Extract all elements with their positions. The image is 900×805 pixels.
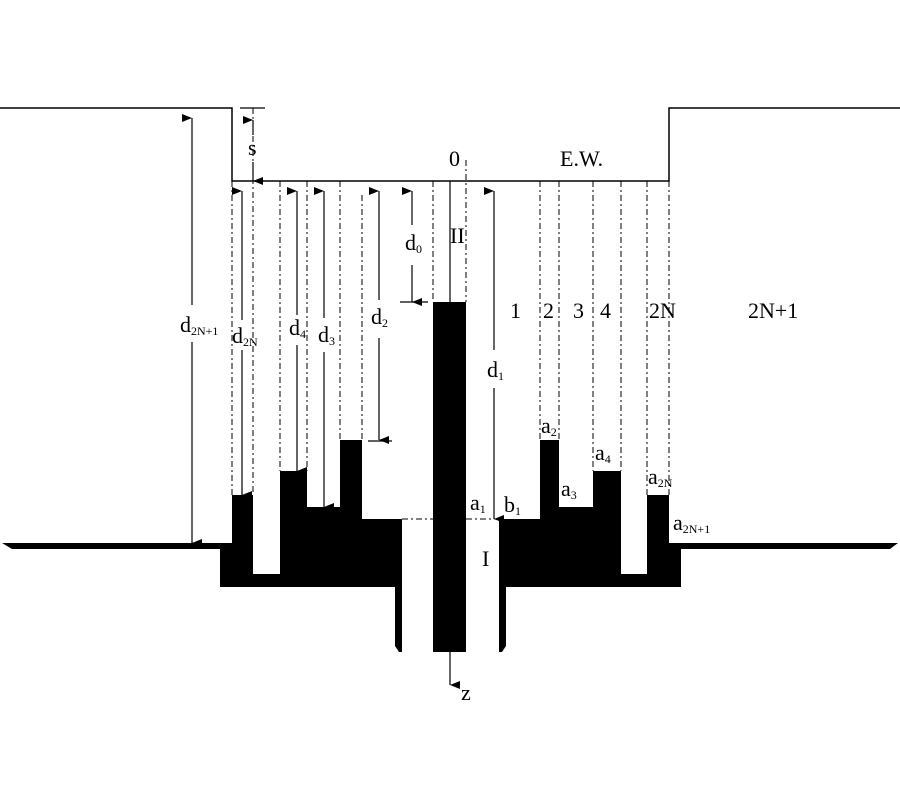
label-b1: b1 xyxy=(504,492,521,518)
label-s: s xyxy=(248,135,257,160)
groove-label-2N+1: 2N+1 xyxy=(748,298,798,323)
groove-label-1: 1 xyxy=(510,298,521,323)
label-d0: d0 xyxy=(405,230,422,256)
label-d2N: d2N xyxy=(232,323,258,349)
groove-label-3: 3 xyxy=(573,298,584,323)
label-port-0: 0 xyxy=(449,146,460,171)
label-ew: E.W. xyxy=(560,146,603,171)
groove-label-4: 4 xyxy=(600,298,611,323)
groove-label-2N: 2N xyxy=(649,298,676,323)
label-a2N: a2N xyxy=(648,464,673,490)
label-region-II: II xyxy=(450,223,465,248)
label-d4: d4 xyxy=(289,315,306,341)
labels: s 0 E.W. II I z 1 2 3 4 2N 2N+1 d2N+1 d2… xyxy=(180,135,798,705)
label-d1: d1 xyxy=(487,357,504,383)
label-d2: d2 xyxy=(371,304,388,330)
metal-body xyxy=(2,302,898,652)
label-d3: d3 xyxy=(318,322,335,348)
label-region-I: I xyxy=(482,546,489,571)
dimension-arrows xyxy=(182,107,504,689)
label-a1: a1 xyxy=(470,490,486,516)
groove-label-2: 2 xyxy=(543,298,554,323)
label-a3: a3 xyxy=(561,476,577,502)
dashed-guides xyxy=(231,108,670,520)
label-z-axis: z xyxy=(461,680,471,705)
label-a2N+1: a2N+1 xyxy=(673,510,710,536)
label-a2: a2 xyxy=(541,413,557,439)
label-a4: a4 xyxy=(595,440,611,466)
label-d2N+1: d2N+1 xyxy=(180,312,218,338)
